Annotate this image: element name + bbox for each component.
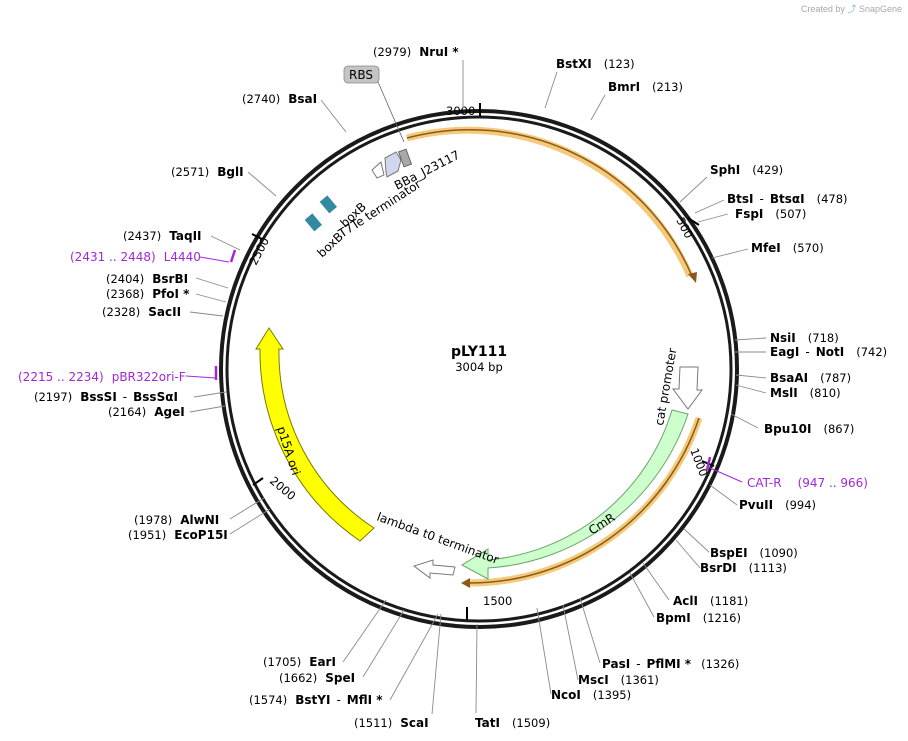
site-bspei: BspEI(1090) — [710, 546, 798, 560]
site-alwni: (1978)AlwNI — [134, 513, 219, 527]
rbs-leader-line — [377, 81, 405, 143]
tick-label-2000: 2000 — [267, 474, 298, 504]
primer-cat-r: CAT-R(947 .. 966) — [747, 476, 868, 490]
rbs-label-box — [343, 65, 380, 84]
site-pfoi: (2368)PfoI * — [106, 287, 190, 301]
site-taqii: (2437)TaqII — [123, 229, 202, 243]
site-leader-lines — [189, 60, 767, 715]
primer-marks — [214, 249, 712, 471]
l4440-mark — [229, 249, 237, 263]
site-bpu10i: Bpu10I(867) — [764, 422, 854, 436]
site-bsrbi: (2404)BsrBI — [106, 272, 188, 286]
lambda-t0-terminator-label: lambda t0 terminator — [375, 510, 501, 567]
site-scai: (1511)ScaI — [354, 716, 429, 730]
primer-labels: (2431 .. 2448)L4440 (2215 .. 2234)pBR322… — [18, 250, 868, 490]
site-bsssi: (2197)BssSI-BssSαI — [34, 390, 178, 404]
site-eagi: EagI-NotI(742) — [770, 345, 887, 359]
primer-pbr322ori-f: (2215 .. 2234)pBR322ori-F — [18, 370, 186, 384]
lambda-t0-terminator-arrow — [412, 559, 456, 579]
site-tati: TatI(1509) — [475, 716, 550, 730]
features: CmR cat promoter p15A ori lambda t0 term… — [255, 65, 703, 580]
cat-r-mark — [705, 456, 712, 471]
site-sacii: (2328)SacII — [102, 305, 181, 319]
site-agei: (2164)AgeI — [108, 405, 185, 419]
site-bsai: (2740)BsaI — [242, 92, 317, 106]
site-msli: MslI(810) — [770, 386, 841, 400]
site-bgli: (2571)BglI — [171, 165, 244, 179]
rbs-label: RBS — [349, 68, 373, 82]
site-btsi: BtsI-BtsαI(478) — [727, 192, 848, 206]
site-nrui: (2979)NruI * — [373, 45, 459, 59]
site-bstyi: (1574)BstYI-MflI * — [249, 693, 383, 707]
t7te-terminator-arrow — [371, 161, 385, 179]
site-eari: (1705)EarI — [263, 655, 336, 669]
snapgene-logo-icon: ⤴ — [847, 4, 857, 14]
site-ncoi: NcoI(1395) — [551, 688, 631, 702]
site-nsii: NsiI(718) — [770, 331, 839, 345]
rbs-feature — [397, 148, 413, 168]
site-spei: (1662)SpeI — [279, 671, 355, 685]
plasmid-size: 3004 bp — [455, 360, 503, 374]
site-acli: AclI(1181) — [673, 594, 748, 608]
p15a-ori-arrow — [255, 327, 375, 542]
cat-promoter-arrow — [672, 366, 703, 410]
tick-mark-2500 — [251, 233, 263, 240]
site-mfei: MfeI(570) — [751, 241, 824, 255]
orf-arrowhead-top — [688, 272, 697, 283]
site-bsaai: BsaAI(787) — [770, 371, 851, 385]
plasmid-name: pLY111 — [451, 344, 507, 360]
tick-mark-2000 — [252, 477, 264, 486]
orf-arrows — [406, 126, 703, 588]
credit-brand: SnapGene — [858, 4, 902, 14]
primer-leader-lines — [185, 256, 743, 483]
site-pvuii: PvuII(994) — [739, 498, 816, 512]
site-bpmi: BpmI(1216) — [656, 611, 741, 625]
site-msci: MscI(1361) — [578, 673, 659, 687]
site-bsrdi: BsrDI(1113) — [700, 561, 787, 575]
cmr-arrow — [460, 409, 689, 580]
boxb-feature-1 — [319, 195, 337, 214]
site-fspi: FspI(507) — [735, 207, 806, 221]
credit-prefix: Created by — [800, 4, 845, 14]
site-sphi: SphI(429) — [710, 163, 783, 177]
boxb-feature-2 — [304, 213, 322, 232]
tick-label-3000: 3000 — [446, 104, 475, 118]
tick-label-1500: 1500 — [483, 594, 512, 608]
site-pasi: PasI-PflMI *(1326) — [602, 657, 739, 671]
primer-l4440: (2431 .. 2448)L4440 — [70, 250, 201, 264]
site-bstxi: BstXI(123) — [556, 57, 635, 71]
bba-j23117-arrow — [384, 151, 402, 178]
site-bmri: BmrI(213) — [608, 80, 683, 94]
tick-mark-500 — [687, 217, 700, 226]
tick-label-1000: 1000 — [687, 446, 711, 478]
orf-arrowhead-bottom — [461, 578, 470, 588]
created-by-credit: Created by ⤴ SnapGene — [801, 2, 902, 15]
site-labels: (2979)NruI * BstXI(123) BmrI(213) SphI(4… — [34, 45, 887, 730]
site-ecop15i: (1951)EcoP15I — [128, 528, 228, 542]
